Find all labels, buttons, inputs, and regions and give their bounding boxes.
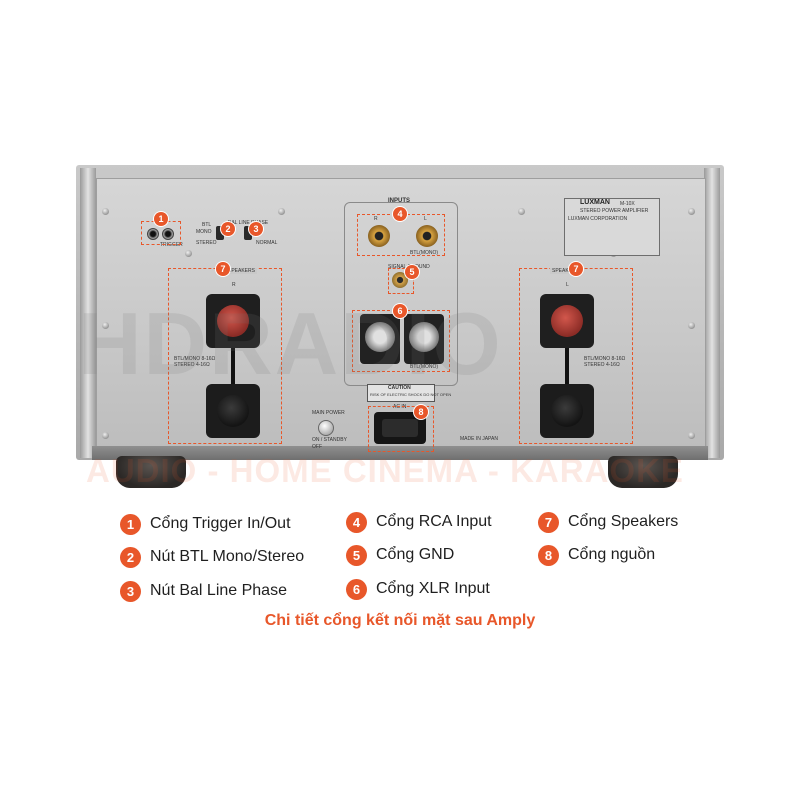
legend-label: Cổng Trigger In/Out (150, 515, 291, 532)
xlr-input-left (404, 314, 444, 364)
legend-number-badge: 2 (120, 546, 141, 568)
trigger-out-jack (162, 228, 174, 240)
callout-badge: 5 (405, 265, 419, 279)
legend-item: 1 Cổng Trigger In/Out (120, 512, 291, 536)
caption: Chi tiết cổng kết nối mặt sau Amply (264, 612, 536, 629)
screw (278, 208, 285, 215)
btl-label: BTL (202, 222, 212, 228)
legend-item: 8 Cổng nguồn (538, 543, 655, 567)
brand-plate (564, 198, 660, 256)
callout-badge: 4 (393, 207, 407, 221)
left-side-trim (80, 168, 96, 458)
legend-label: Cổng nguồn (568, 546, 656, 563)
legend-item: 5 Cổng GND (346, 543, 454, 567)
legend-item: 2 Nút BTL Mono/Stereo (120, 545, 304, 569)
legend-label: Cổng Speakers (568, 513, 679, 530)
screw (102, 208, 109, 215)
trigger-in-jack (147, 228, 159, 240)
legend-label: Cổng GND (376, 546, 455, 563)
power-on-label: ON / STANDBY (312, 437, 347, 443)
speaker-r-link (231, 348, 235, 390)
speaker-l-negative (540, 384, 594, 438)
ac-inlet-highlight (368, 406, 434, 452)
brand-name: LUXMAN (580, 199, 610, 206)
speakers-right-label: SPEAKERS (550, 268, 581, 274)
gnd-terminal (392, 272, 408, 288)
btl-stereo-label: STEREO (196, 240, 217, 246)
screw (518, 208, 525, 215)
legend-number-badge: 6 (346, 578, 367, 600)
amplifier-base (92, 446, 708, 460)
callout-badge: 6 (393, 304, 407, 318)
main-power-switch (318, 420, 334, 436)
legend-number-badge: 5 (346, 544, 367, 566)
callout-badge: 8 (414, 405, 428, 419)
legend-number-badge: 8 (538, 544, 559, 566)
caution-title: CAUTION (388, 385, 411, 391)
legend-label: Cổng XLR Input (376, 580, 490, 597)
rca-r-label: R (374, 216, 378, 222)
callout-badge: 1 (154, 212, 168, 226)
right-foot (608, 456, 678, 488)
made-in-label: MADE IN JAPAN (460, 436, 498, 442)
callout-badge: 7 (569, 262, 583, 276)
legend-number-badge: 7 (538, 511, 559, 533)
bal-phase-switch (244, 226, 252, 240)
legend-number-badge: 4 (346, 511, 367, 533)
btl-mono-label: MONO (196, 229, 212, 235)
rca-input-right (368, 225, 390, 247)
caution-plate (367, 384, 435, 402)
impedance-right: BTL/MONO 8-16Ω STEREO 4-16Ω (584, 356, 626, 368)
model-name: M-10X (620, 201, 635, 207)
ac-in-label: AC IN (393, 404, 407, 410)
caution-subtext: RISK OF ELECTRIC SHOCK DO NOT OPEN (370, 392, 452, 397)
trigger-label: TRIGGER (160, 242, 183, 248)
callout-badge: 2 (221, 222, 235, 236)
rca-l-label: L (424, 216, 427, 222)
callout-badge: 3 (249, 222, 263, 236)
screw (688, 322, 695, 329)
watermark-logo: HDRADIO (78, 294, 503, 393)
plate-subtitle: STEREO POWER AMPLIFIER (580, 208, 649, 214)
screw (688, 432, 695, 439)
speaker-r-negative (206, 384, 260, 438)
legend-number-badge: 1 (120, 513, 141, 535)
normal-label: NORMAL (256, 240, 278, 246)
screw (102, 432, 109, 439)
speaker-l-link (565, 348, 569, 390)
legend-label: Nút Bal Line Phase (150, 582, 287, 599)
rca-input-left (416, 225, 438, 247)
speaker-l-positive (540, 294, 594, 348)
legend-item: 3 Nút Bal Line Phase (120, 579, 287, 603)
callout-badge: 7 (216, 262, 230, 276)
legend-item: 6 Cổng XLR Input (346, 577, 490, 601)
right-side-trim (704, 168, 720, 458)
left-foot (116, 456, 186, 488)
speaker-l-label: L (566, 282, 569, 288)
ac-inlet (374, 412, 426, 444)
main-power-label: MAIN POWER (312, 410, 345, 416)
screw (185, 250, 192, 257)
screw (688, 208, 695, 215)
power-off-label: OFF (312, 444, 322, 450)
xlr-input-right (360, 314, 400, 364)
btl-switch (216, 226, 224, 240)
rca-btl-note: BTL(MONO) (410, 250, 439, 256)
speakers-left-label: SPEAKERS (226, 268, 257, 274)
legend-item: 4 Cổng RCA Input (346, 510, 492, 534)
legend-label: Cổng RCA Input (376, 513, 492, 530)
legend-number-badge: 3 (120, 580, 141, 602)
speaker-r-label: R (232, 282, 236, 288)
impedance-left: BTL/MONO 8-16Ω STEREO 4-16Ω (174, 356, 216, 368)
plate-maker: LUXMAN CORPORATION (568, 216, 628, 222)
gnd-highlight (388, 268, 414, 294)
bal-line-phase-label: BAL LINE PHASE (228, 220, 269, 226)
inputs-heading: INPUTS (388, 198, 411, 204)
legend-label: Nút BTL Mono/Stereo (150, 548, 305, 565)
legend-item: 7 Cổng Speakers (538, 510, 678, 534)
xlr-btl-note: BTL(MONO) (410, 364, 439, 370)
watermark-tagline: AUDIO - HOME CINEMA - KARAOKE (86, 452, 684, 489)
speaker-r-positive (206, 294, 260, 348)
screw (102, 322, 109, 329)
